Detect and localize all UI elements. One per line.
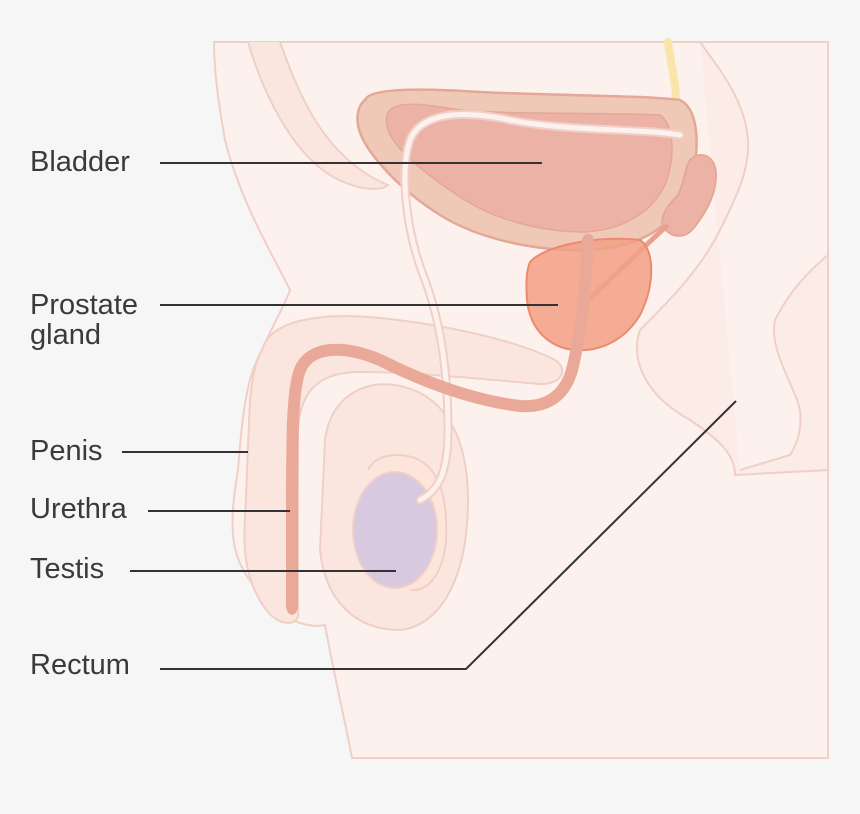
- label-testis: Testis: [30, 553, 105, 585]
- leader-line-rectum: [160, 400, 737, 670]
- label-bladder: Bladder: [30, 146, 130, 178]
- label-prostate-gland: Prostate gland: [30, 290, 138, 350]
- rectum-region: [636, 41, 829, 477]
- leader-lines: [122, 162, 737, 670]
- urethra: [286, 234, 594, 606]
- label-prostate-line2: gland: [30, 319, 101, 351]
- label-rectum: Rectum: [30, 649, 130, 681]
- urethra-tip: [286, 573, 298, 615]
- label-penis: Penis: [30, 435, 103, 467]
- seminal-vesicle: [661, 154, 718, 237]
- label-prostate-line1: Prostate: [30, 289, 138, 321]
- label-urethra: Urethra: [30, 493, 127, 525]
- pubic-bone: [247, 41, 390, 190]
